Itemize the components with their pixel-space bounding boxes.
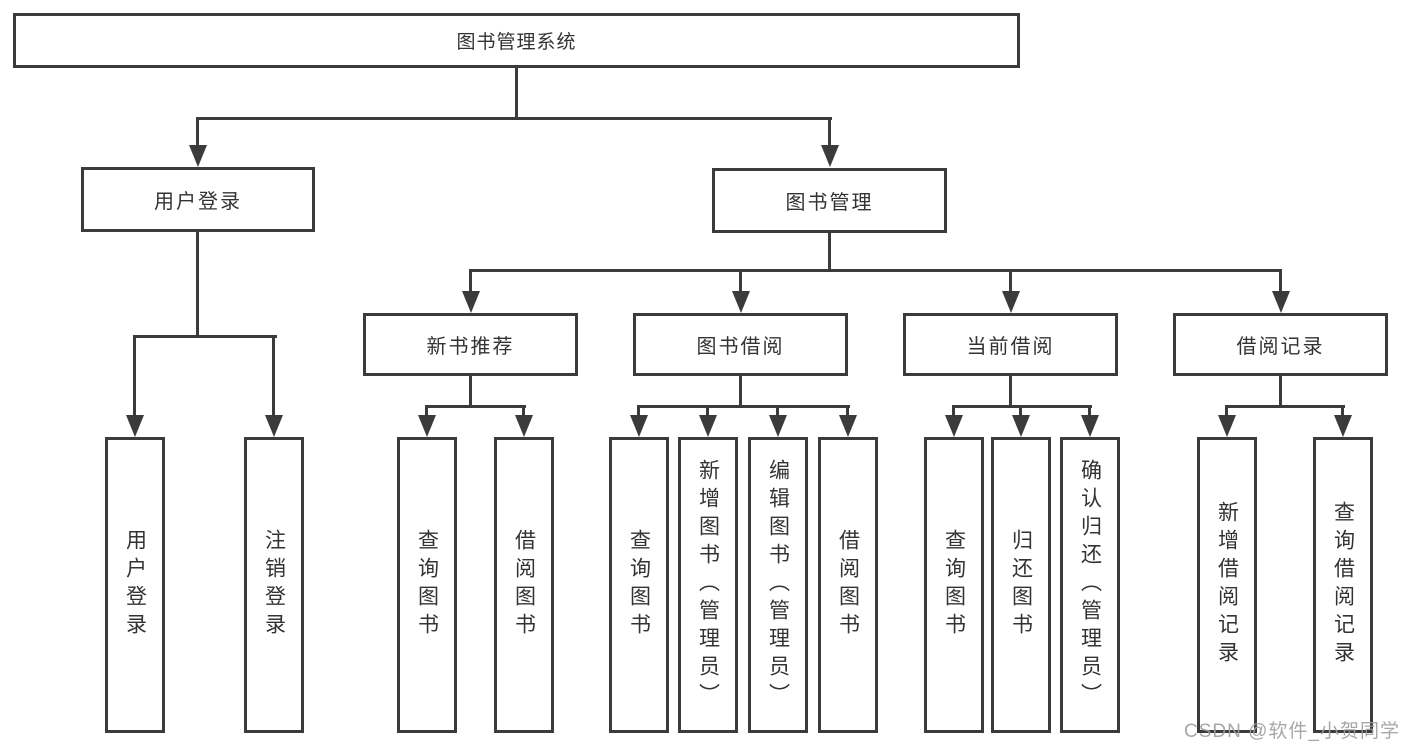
arrow-to-leaf-edit-book-admin	[776, 405, 779, 415]
arrow-to-leaf-borrow-books-1	[522, 405, 525, 415]
arrow-to-borrowing-records	[1279, 269, 1282, 291]
leaf-add-borrow-record: 新增借阅记录	[1197, 437, 1257, 733]
arrow-to-leaf-logout	[272, 335, 275, 415]
connector-borrowing-records-horizontal	[1225, 405, 1345, 408]
arrow-to-leaf-query-books-3	[952, 405, 955, 415]
arrow-to-leaf-return-book	[1019, 405, 1022, 415]
leaf-edit-book-admin: 编辑图书（管理员）	[748, 437, 808, 733]
arrow-to-leaf-confirm-return-admin	[1088, 405, 1091, 415]
leaf-query-books-3: 查询图书	[924, 437, 984, 733]
connector-user-login-vertical	[196, 230, 199, 337]
arrow-to-leaf-query-books-2	[637, 405, 640, 415]
connector-new-book-vertical	[469, 374, 472, 407]
node-library-management-system: 图书管理系统	[13, 13, 1020, 68]
leaf-return-book: 归还图书	[991, 437, 1051, 733]
arrow-to-current-borrowing	[1009, 269, 1012, 291]
arrow-to-leaf-user-login	[133, 335, 136, 415]
arrow-to-leaf-add-book-admin	[706, 405, 709, 415]
node-borrowing-records: 借阅记录	[1173, 313, 1388, 376]
node-current-borrowing: 当前借阅	[903, 313, 1118, 376]
connector-book-management-vertical	[828, 231, 831, 271]
connector-root-vertical	[515, 66, 518, 119]
csdn-watermark: CSDN @软件_小贺同学	[1184, 721, 1400, 742]
connector-book-management-horizontal	[469, 269, 1282, 272]
arrow-to-book-management	[828, 117, 831, 145]
arrow-to-leaf-add-borrow-record	[1225, 405, 1228, 415]
connector-user-login-horizontal	[133, 335, 277, 338]
arrow-to-leaf-borrow-books-2	[846, 405, 849, 415]
node-new-book-recommendation: 新书推荐	[363, 313, 578, 376]
connector-current-borrowing-vertical	[1009, 374, 1012, 407]
leaf-confirm-return-admin: 确认归还（管理员）	[1060, 437, 1120, 733]
connector-book-borrowing-vertical	[739, 374, 742, 407]
leaf-query-books-2: 查询图书	[609, 437, 669, 733]
leaf-query-books-1: 查询图书	[397, 437, 457, 733]
arrow-to-leaf-query-borrow-record	[1341, 405, 1344, 415]
connector-current-borrowing-horizontal	[952, 405, 1092, 408]
arrow-to-user-login	[196, 117, 199, 145]
leaf-user-login: 用户登录	[105, 437, 165, 733]
node-book-management: 图书管理	[712, 168, 947, 233]
leaf-logout: 注销登录	[244, 437, 304, 733]
connector-borrowing-records-vertical	[1279, 374, 1282, 407]
node-book-borrowing: 图书借阅	[633, 313, 848, 376]
leaf-add-book-admin: 新增图书（管理员）	[678, 437, 738, 733]
connector-root-horizontal	[197, 117, 832, 120]
arrow-to-book-borrowing	[739, 269, 742, 291]
leaf-borrow-books-1: 借阅图书	[494, 437, 554, 733]
arrow-to-leaf-query-books-1	[425, 405, 428, 415]
arrow-to-new-book-recommendation	[469, 269, 472, 291]
connector-book-borrowing-horizontal	[637, 405, 850, 408]
leaf-borrow-books-2: 借阅图书	[818, 437, 878, 733]
node-user-login: 用户登录	[81, 167, 315, 232]
leaf-query-borrow-record: 查询借阅记录	[1313, 437, 1373, 733]
connector-new-book-horizontal	[425, 405, 526, 408]
